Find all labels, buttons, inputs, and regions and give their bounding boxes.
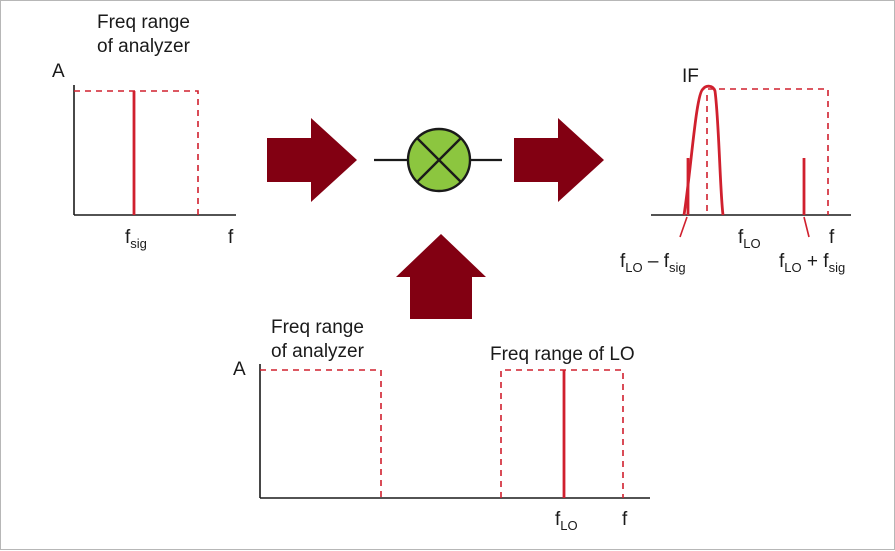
right-arrow-2 <box>514 118 604 202</box>
if-filter-response <box>682 84 725 216</box>
sum-frequency-label: fLO + fsig <box>779 251 846 275</box>
output-lo-label: fLO <box>738 227 761 251</box>
input-plot-title-line1: Freq range <box>97 12 190 33</box>
lo-plot-title-line2: of analyzer <box>271 341 364 362</box>
lo-range-title: Freq range of LO <box>490 344 635 365</box>
lo-plot <box>259 364 650 499</box>
up-arrow <box>396 234 486 319</box>
input-signal-label: fsig <box>125 227 147 251</box>
input-plot-amplitude-label: A <box>52 61 65 82</box>
output-plot <box>651 84 851 238</box>
input-analyzer-range-box <box>74 90 199 215</box>
lo-plot-title-line1: Freq range <box>271 317 364 338</box>
lo-signal-label: fLO <box>555 509 578 533</box>
lo-plot-frequency-label: f <box>622 509 628 530</box>
lo-range-box <box>500 369 624 498</box>
input-plot <box>73 85 236 216</box>
difference-label-leader <box>679 216 688 238</box>
right-arrow-1 <box>267 118 357 202</box>
input-plot-frequency-label: f <box>228 227 234 248</box>
lo-plot-amplitude-label: A <box>233 359 246 380</box>
lo-plot-analyzer-range-box <box>260 369 382 498</box>
input-plot-title-line2: of analyzer <box>97 36 190 57</box>
if-label: IF <box>682 66 699 87</box>
output-plot-frequency-label: f <box>829 227 835 248</box>
sum-label-leader <box>803 216 810 238</box>
mixer-icon <box>374 127 502 193</box>
output-analyzer-range-box <box>708 88 829 215</box>
difference-frequency-label: fLO – fsig <box>620 251 686 275</box>
